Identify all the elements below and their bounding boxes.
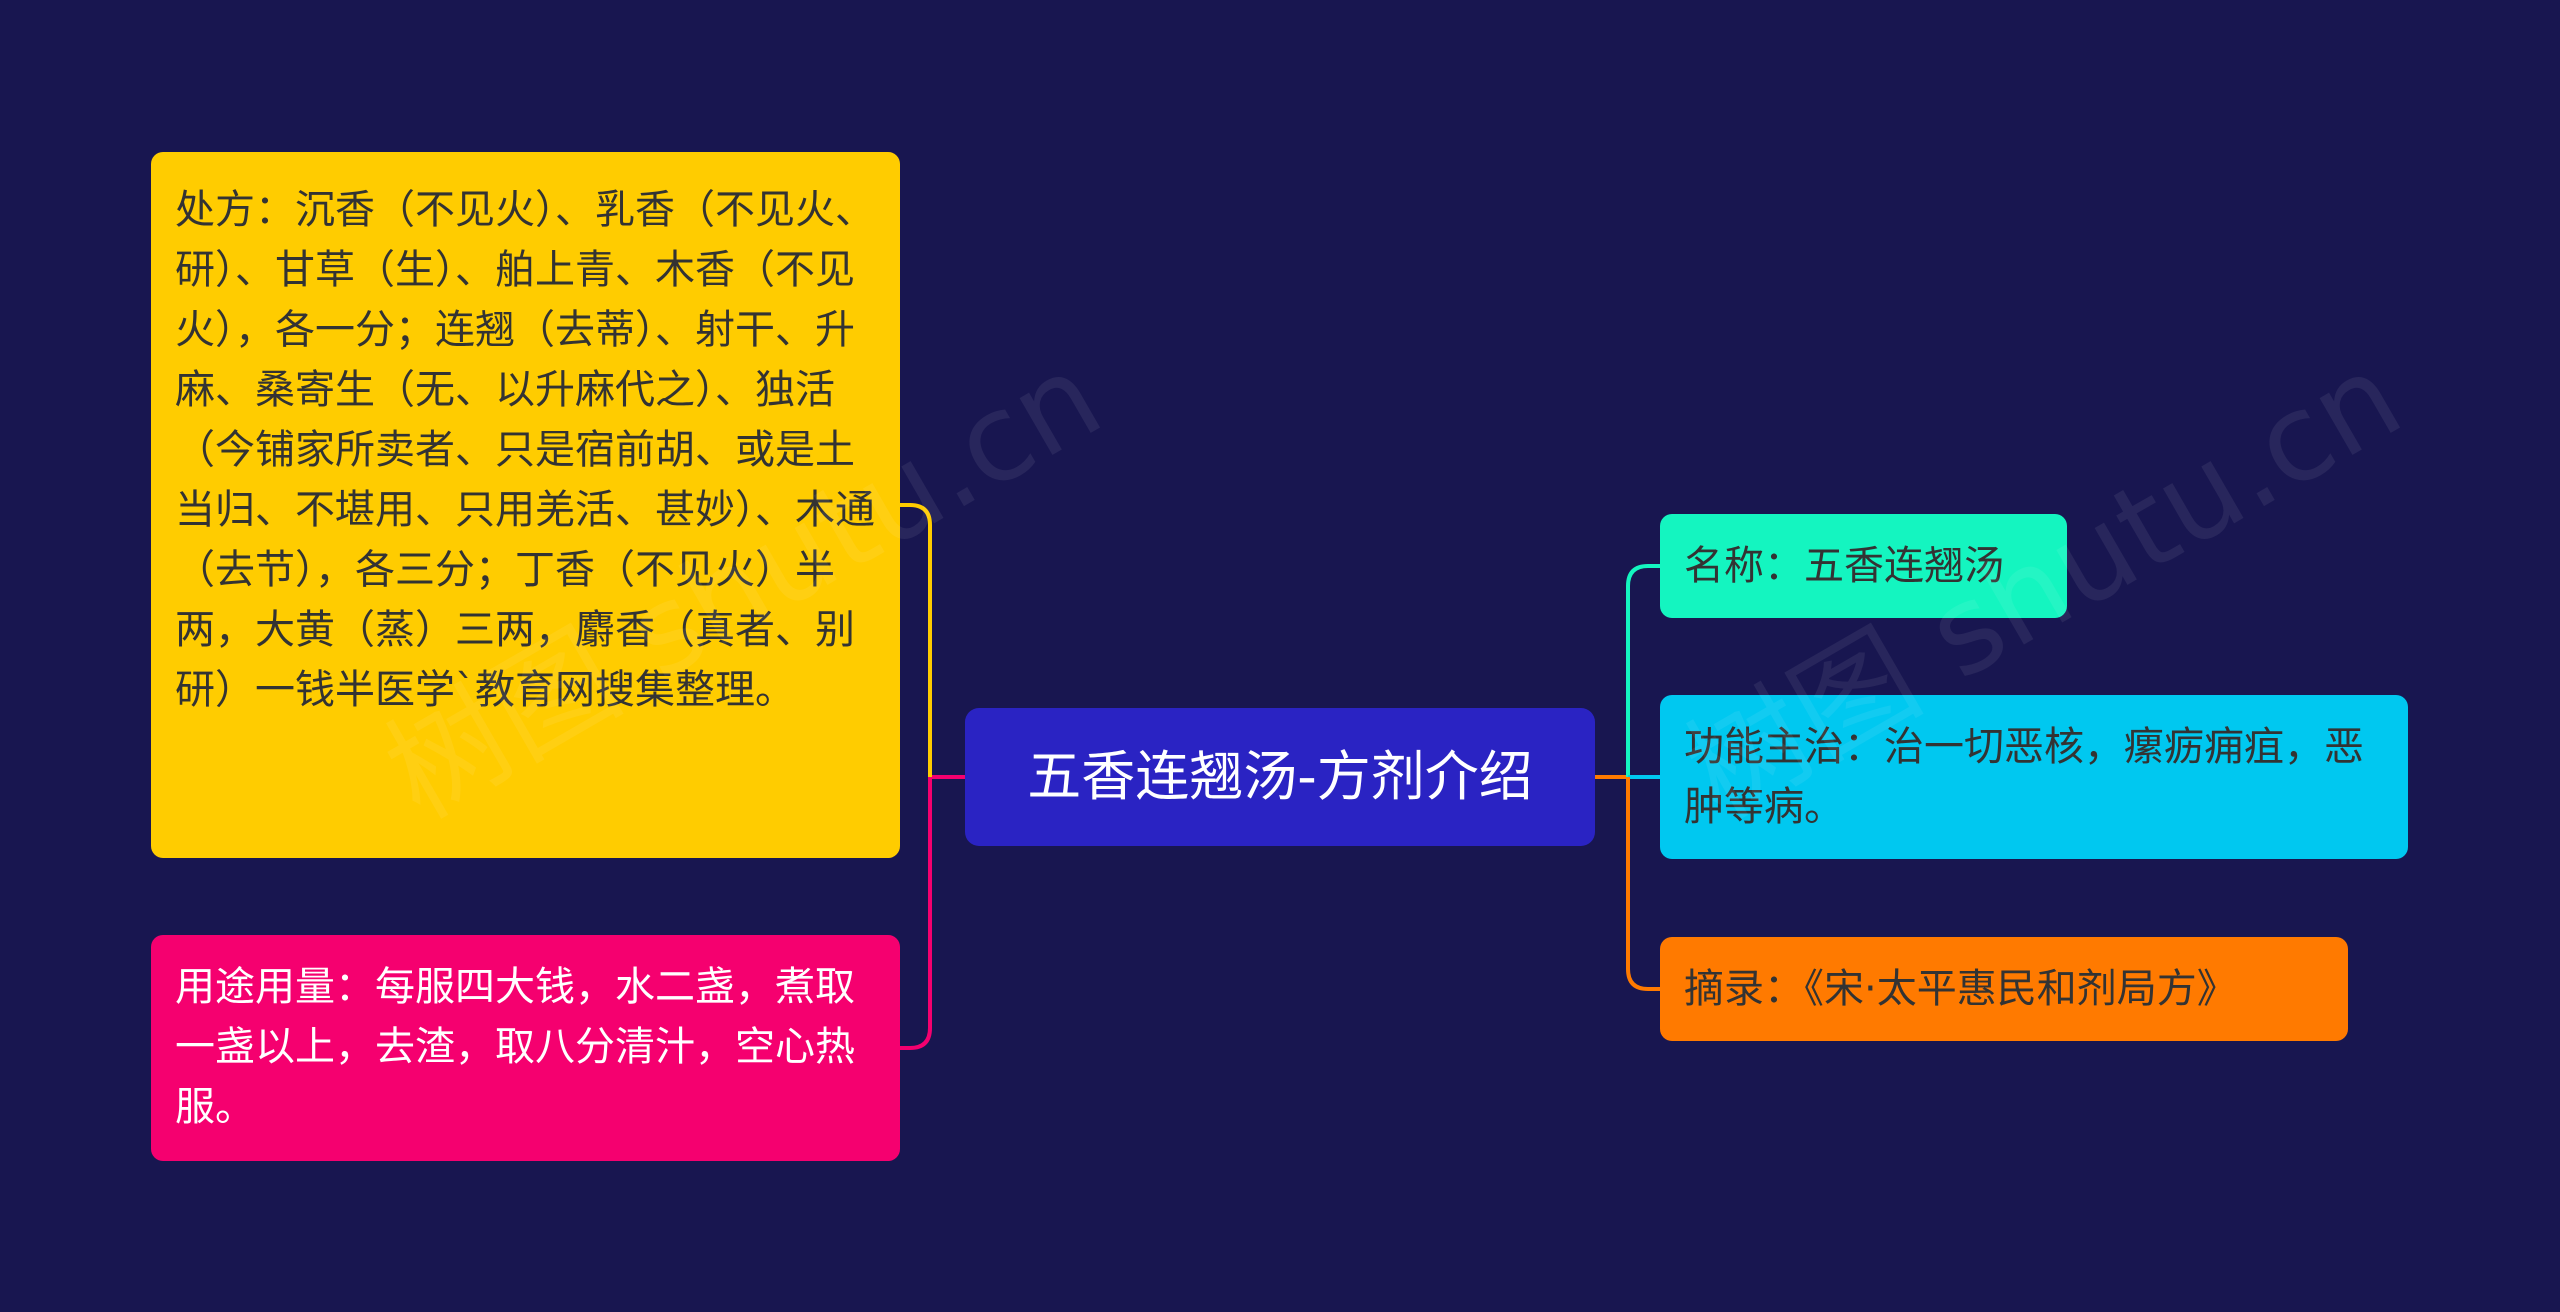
connector-excerpt <box>1626 777 1660 991</box>
connector-usage <box>900 777 932 1050</box>
connector-prescription <box>900 503 932 777</box>
connector-name <box>1626 564 1660 777</box>
prescription-node[interactable]: 处方：沉香（不见火）、乳香（不见火、研）、甘草（生）、舶上青、木香（不见火），各… <box>151 152 900 858</box>
center-topic[interactable]: 五香连翘汤-方剂介绍 <box>965 708 1595 846</box>
usage-dosage-node[interactable]: 用途用量：每服四大钱，水二盏，煮取一盏以上，去渣，取八分清汁，空心热服。 <box>151 935 900 1161</box>
excerpt-node[interactable]: 摘录：《宋·太平惠民和剂局方》 <box>1660 937 2348 1041</box>
function-indication-node[interactable]: 功能主治：治一切恶核，瘰疬痈疽，恶肿等病。 <box>1660 695 2408 859</box>
name-node[interactable]: 名称：五香连翘汤 <box>1660 514 2067 618</box>
